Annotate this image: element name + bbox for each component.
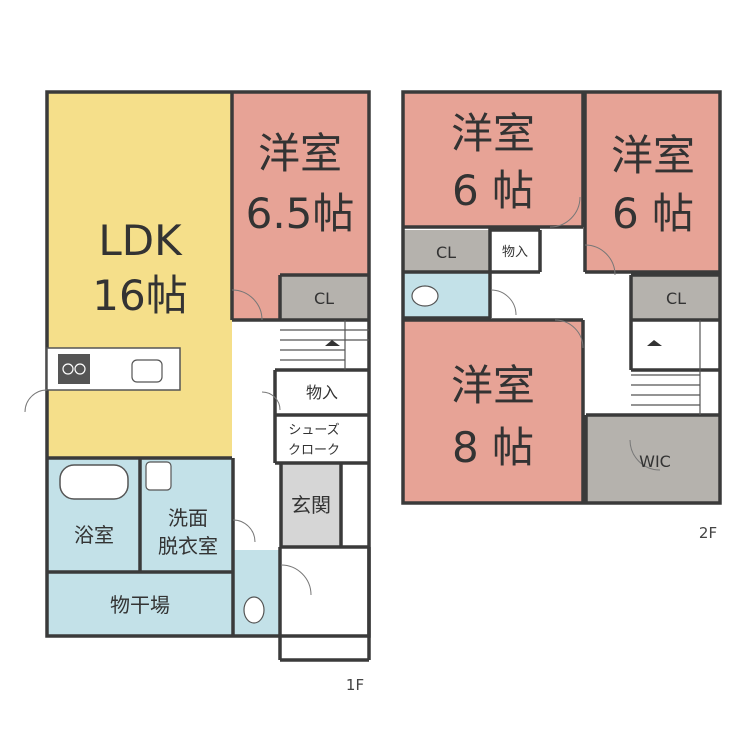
ldk-room xyxy=(47,92,232,457)
toilet-bowl-2f xyxy=(411,285,439,307)
drying-room xyxy=(47,572,232,636)
kitchen-counter xyxy=(46,347,181,391)
drying-room-label: 物干場 xyxy=(110,593,170,617)
ldk-label-line1: LDK xyxy=(98,216,183,265)
closet-left-2f-label: CL xyxy=(436,243,456,262)
closet-1f-label: CL xyxy=(314,289,334,308)
floor-2-label: 2F xyxy=(699,524,717,542)
wic-label: WIC xyxy=(639,452,671,471)
room-c-label-line1: 洋室 xyxy=(451,361,535,410)
inner-walls-2f xyxy=(403,92,720,503)
entrance-area xyxy=(281,463,341,547)
bath-label: 浴室 xyxy=(74,523,114,547)
outer-wall-2f xyxy=(401,90,722,505)
stairs-2f xyxy=(631,320,701,415)
storage-1f-label: 物入 xyxy=(306,383,338,402)
closet-right-2f-label: CL xyxy=(666,289,686,308)
washroom-label-line1: 洗面 xyxy=(168,506,208,530)
room-a-2f xyxy=(403,92,583,227)
closet-1f xyxy=(280,275,369,320)
room-b-label-line1: 洋室 xyxy=(611,131,695,180)
ldk-label-line2: 16帖 xyxy=(92,271,187,320)
floor-2: 洋室 6 帖 洋室 6 帖 洋室 8 帖 CL CL 物入 WIC 2F xyxy=(401,90,722,542)
room-b-2f xyxy=(585,92,720,272)
room-a-label-line2: 6 帖 xyxy=(452,166,534,215)
stairs-1f xyxy=(280,320,369,370)
closet-left-2f xyxy=(403,230,490,272)
floor-1: LDK 16帖 洋室 6.5帖 CL 物入 シューズ クローク 玄関 浴室 洗面… xyxy=(24,90,371,694)
western-room-1f-label-line1: 洋室 xyxy=(258,129,342,178)
western-room-1f-label-line2: 6.5帖 xyxy=(246,189,355,238)
floor-1-label: 1F xyxy=(346,676,364,694)
wash-basin xyxy=(145,461,172,491)
door-arcs-2f xyxy=(490,196,661,471)
entrance-label: 玄関 xyxy=(291,493,331,517)
closet-right-2f xyxy=(631,275,720,320)
room-c-label-line2: 8 帖 xyxy=(452,423,534,472)
shoe-closet-label-line1: シューズ xyxy=(288,422,339,438)
inner-walls-1f xyxy=(47,92,371,662)
toilet-bowl-1f xyxy=(243,596,265,624)
washroom-label-line2: 脱衣室 xyxy=(158,534,218,558)
room-b-label-line2: 6 帖 xyxy=(612,189,694,238)
bathtub xyxy=(59,464,129,500)
storage-2f-label: 物入 xyxy=(502,245,528,260)
wic-2f xyxy=(586,415,720,503)
door-arcs-1f xyxy=(24,289,312,596)
room-a-label-line1: 洋室 xyxy=(451,109,535,158)
room-c-2f xyxy=(403,320,583,503)
shoe-closet-label-line2: クローク xyxy=(288,443,340,458)
